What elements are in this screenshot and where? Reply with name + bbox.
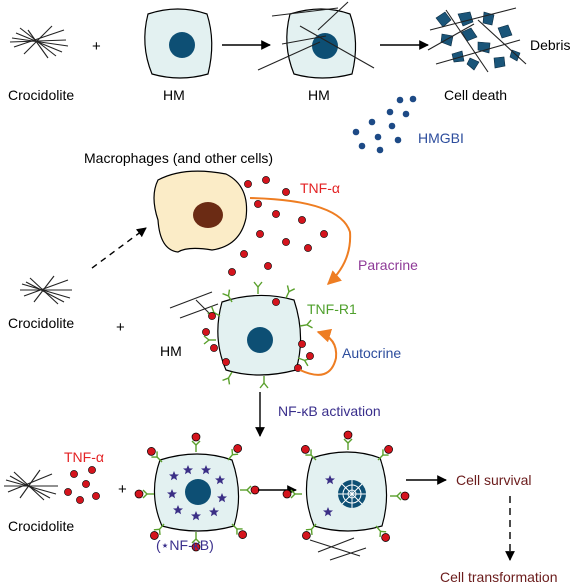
hm-label-mid: HM — [160, 343, 182, 359]
fragmented-nucleus — [338, 480, 366, 508]
autocrine-label: Autocrine — [342, 345, 401, 361]
tnf-alpha-bottom-label: TNF-α — [64, 449, 104, 465]
nfkb-legend-label: (⋆NF-κB) — [156, 537, 214, 553]
crocidolite-label-mid: Crocidolite — [8, 315, 74, 331]
dashed-arrow-to-macrophage — [91, 227, 147, 269]
hm-label-top-1: HM — [163, 87, 185, 103]
plus-sign-bottom: + — [118, 481, 127, 498]
plus-sign-mid: + — [116, 319, 125, 336]
crocidolite-fibers-bottom — [4, 469, 58, 501]
cell-survival-label: Cell survival — [456, 472, 531, 488]
paracrine-arrow — [249, 197, 352, 285]
plus-sign-top: + — [92, 38, 101, 55]
hmgbi-label: HMGBI — [418, 130, 464, 146]
transforming-cell — [282, 430, 410, 544]
fibers-near-transformed-cell — [309, 537, 367, 561]
macrophage-nucleus — [193, 202, 223, 228]
nucleus — [169, 32, 195, 58]
debris-label: Debris — [530, 37, 570, 53]
tnf-dots-bottom — [64, 466, 100, 504]
hm-label-top-2: HM — [308, 87, 330, 103]
nfkb-activation-label: NF-κB activation — [278, 403, 381, 419]
crocidolite-label-top: Crocidolite — [8, 87, 74, 103]
tnf-alpha-macrophage-label: TNF-α — [300, 180, 340, 196]
crocidolite-fibers-top — [9, 25, 69, 59]
cell-transformation-label: Cell transformation — [440, 569, 558, 585]
tnf-r1-label: TNF-R1 — [307, 301, 357, 317]
crocidolite-fibers-mid — [20, 275, 72, 305]
nfkb-activated-cell — [134, 432, 260, 552]
macrophages-label: Macrophages (and other cells) — [84, 150, 273, 166]
autocrine-arrow — [299, 328, 338, 376]
cell-debris — [427, 7, 527, 73]
hm-cell-mid — [203, 281, 314, 389]
paracrine-label: Paracrine — [358, 257, 418, 273]
cell-death-label: Cell death — [444, 87, 507, 103]
hmgb1-dots — [352, 95, 417, 154]
tnf-dots-autocrine — [202, 298, 314, 372]
crocidolite-label-bottom: Crocidolite — [8, 518, 74, 534]
tnf-dots-paracrine — [228, 176, 328, 276]
hm-cell-top-1 — [144, 8, 213, 79]
macrophage-cell — [153, 170, 248, 253]
hm-cell-top-2 — [257, 1, 375, 79]
